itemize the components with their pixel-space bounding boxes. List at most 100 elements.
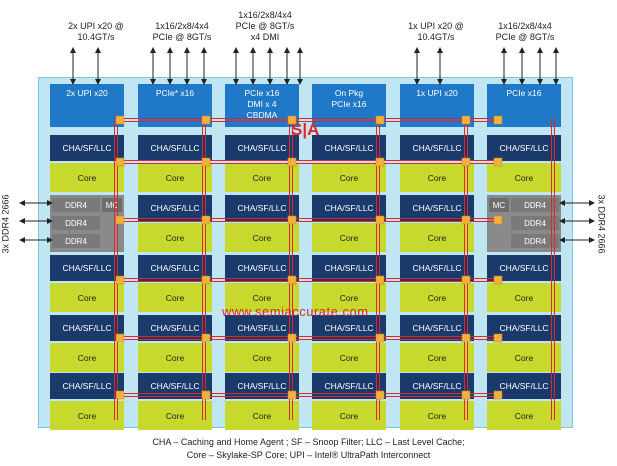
mesh-stop [493,390,503,400]
legend-line-2: Core – Skylake-SP Core; UPI – Intel® Ult… [186,450,431,460]
core-tile: Core [50,163,124,192]
mesh-stop [493,115,503,125]
cha-sf-llc-tile: CHA/SF/LLC [138,373,212,399]
io-tile-5: 1x UPI x20 [400,84,474,127]
mesh-stop [461,215,471,225]
core-tile: Core [487,283,561,312]
semiaccurate-logo: S|A [291,120,320,139]
cha-sf-llc-tile: CHA/SF/LLC [312,373,386,399]
mesh-stop [461,390,471,400]
cha-sf-llc-tile: CHA/SF/LLC [225,255,299,281]
core-tile: Core [138,283,212,312]
ddr4-channel-right-3: DDR4 [511,234,559,248]
core-tile: Core [487,401,561,430]
cha-sf-llc-tile: CHA/SF/LLC [487,135,561,161]
core-tile: Core [138,223,212,252]
core-tile: Core [487,163,561,192]
mesh-stop [201,390,211,400]
cha-sf-llc-tile: CHA/SF/LLC [50,373,124,399]
cha-sf-llc-tile: CHA/SF/LLC [312,195,386,221]
cha-sf-llc-tile: CHA/SF/LLC [400,195,474,221]
mesh-stop [287,390,297,400]
core-tile: Core [50,343,124,372]
cha-sf-llc-tile: CHA/SF/LLC [138,255,212,281]
mesh-stop [287,215,297,225]
cha-sf-llc-tile: CHA/SF/LLC [50,135,124,161]
cha-sf-llc-tile: CHA/SF/LLC [225,373,299,399]
core-tile: Core [138,401,212,430]
mesh-stop [115,390,125,400]
cha-sf-llc-tile: CHA/SF/LLC [400,255,474,281]
core-tile: Core [400,401,474,430]
legend-line-1: CHA – Caching and Home Agent ; SF – Snoo… [152,437,465,447]
top-label-pcie-1: 1x16/2x8/4x4 PCIe @ 8GT/s [152,21,212,42]
mesh-stop [375,275,385,285]
mesh-stop [493,333,503,343]
top-label-pcie-right: 1x16/2x8/4x4 PCIe @ 8GT/s [495,21,555,42]
core-tile: Core [312,401,386,430]
core-tile: Core [225,283,299,312]
mc-label-right: MC [489,198,509,212]
core-tile: Core [225,401,299,430]
core-tile: Core [50,283,124,312]
core-tile: Core [225,163,299,192]
mesh-stop [115,215,125,225]
mesh-stop [201,215,211,225]
top-label-pcie-dmi: 1x16/2x8/4x4 PCIe @ 8GT/s x4 DMI [235,10,295,42]
core-tile: Core [225,223,299,252]
mesh-stop [375,390,385,400]
mesh-stop [201,115,211,125]
io-tile-6: PCIe x16 [487,84,561,127]
cha-sf-llc-tile: CHA/SF/LLC [312,255,386,281]
watermark: www.semiaccurate.com [222,304,369,319]
mesh-stop [461,275,471,285]
mesh-stop [461,115,471,125]
mesh-stop [115,333,125,343]
cha-sf-llc-tile: CHA/SF/LLC [400,135,474,161]
mesh-stop [461,333,471,343]
mesh-stop [287,115,297,125]
mesh-stop [493,215,503,225]
io-tile-4: On Pkg PCIe x16 [312,84,386,127]
mesh-stop [375,215,385,225]
core-tile: Core [487,343,561,372]
mesh-stop [287,275,297,285]
core-tile: Core [138,163,212,192]
cha-sf-llc-tile: CHA/SF/LLC [225,135,299,161]
core-tile: Core [312,163,386,192]
mesh-stop [375,333,385,343]
mesh-stop [287,157,297,167]
io-tile-1: 2x UPI x20 [50,84,124,127]
cha-sf-llc-tile: CHA/SF/LLC [312,135,386,161]
mesh-stop [201,333,211,343]
die-background [38,77,573,428]
mesh-stop [201,157,211,167]
core-tile: Core [400,283,474,312]
ddr4-channel-right-1: DDR4 [511,198,559,212]
mesh-stop [115,157,125,167]
cha-sf-llc-tile: CHA/SF/LLC [50,255,124,281]
cha-sf-llc-tile: CHA/SF/LLC [400,373,474,399]
ddr4-channel-left-3: DDR4 [52,234,100,248]
io-tile-2: PCIe* x16 [138,84,212,127]
core-tile: Core [400,163,474,192]
core-tile: Core [225,343,299,372]
core-tile: Core [312,343,386,372]
cha-sf-llc-tile: CHA/SF/LLC [50,315,124,341]
ddr4-channel-right-2: DDR4 [511,216,559,230]
mesh-stop [115,115,125,125]
top-label-upi-left: 2x UPI x20 @ 10.4GT/s [68,21,124,42]
mesh-stop [493,275,503,285]
cha-sf-llc-tile: CHA/SF/LLC [138,195,212,221]
mesh-stop [461,157,471,167]
top-label-upi-right: 1x UPI x20 @ 10.4GT/s [408,21,464,42]
ddr4-channel-left-1: DDR4 [52,198,100,212]
mesh-stop [375,115,385,125]
cha-sf-llc-tile: CHA/SF/LLC [225,195,299,221]
mesh-stop [115,275,125,285]
core-tile: Core [138,343,212,372]
ddr4-channel-left-2: DDR4 [52,216,100,230]
io-tile-3: PCIe x16 DMI x 4 CBDMA [225,84,299,127]
core-tile: Core [50,401,124,430]
